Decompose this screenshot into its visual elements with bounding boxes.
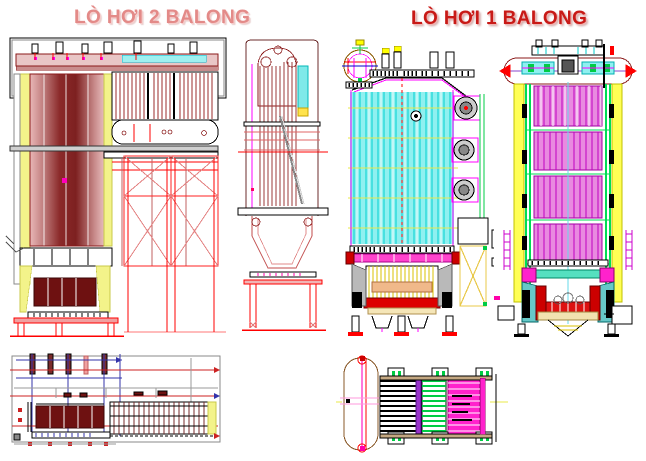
drawing-boiler-2drum-plan-section xyxy=(6,350,232,456)
title-left-boiler-2-drum: LÒ HƠI 2 BALONG xyxy=(74,7,251,28)
drawing-boiler-2drum-front-elevation xyxy=(4,36,236,338)
drawing-boiler-1drum-front-elevation xyxy=(338,34,489,338)
drawing-boiler-1drum-side-elevation xyxy=(491,34,644,338)
drawing-boiler-2drum-side-elevation xyxy=(236,36,336,338)
title-right-boiler-1-drum: LÒ HƠI 1 BALONG xyxy=(411,8,588,29)
drawing-boiler-1drum-plan-section xyxy=(336,350,526,458)
